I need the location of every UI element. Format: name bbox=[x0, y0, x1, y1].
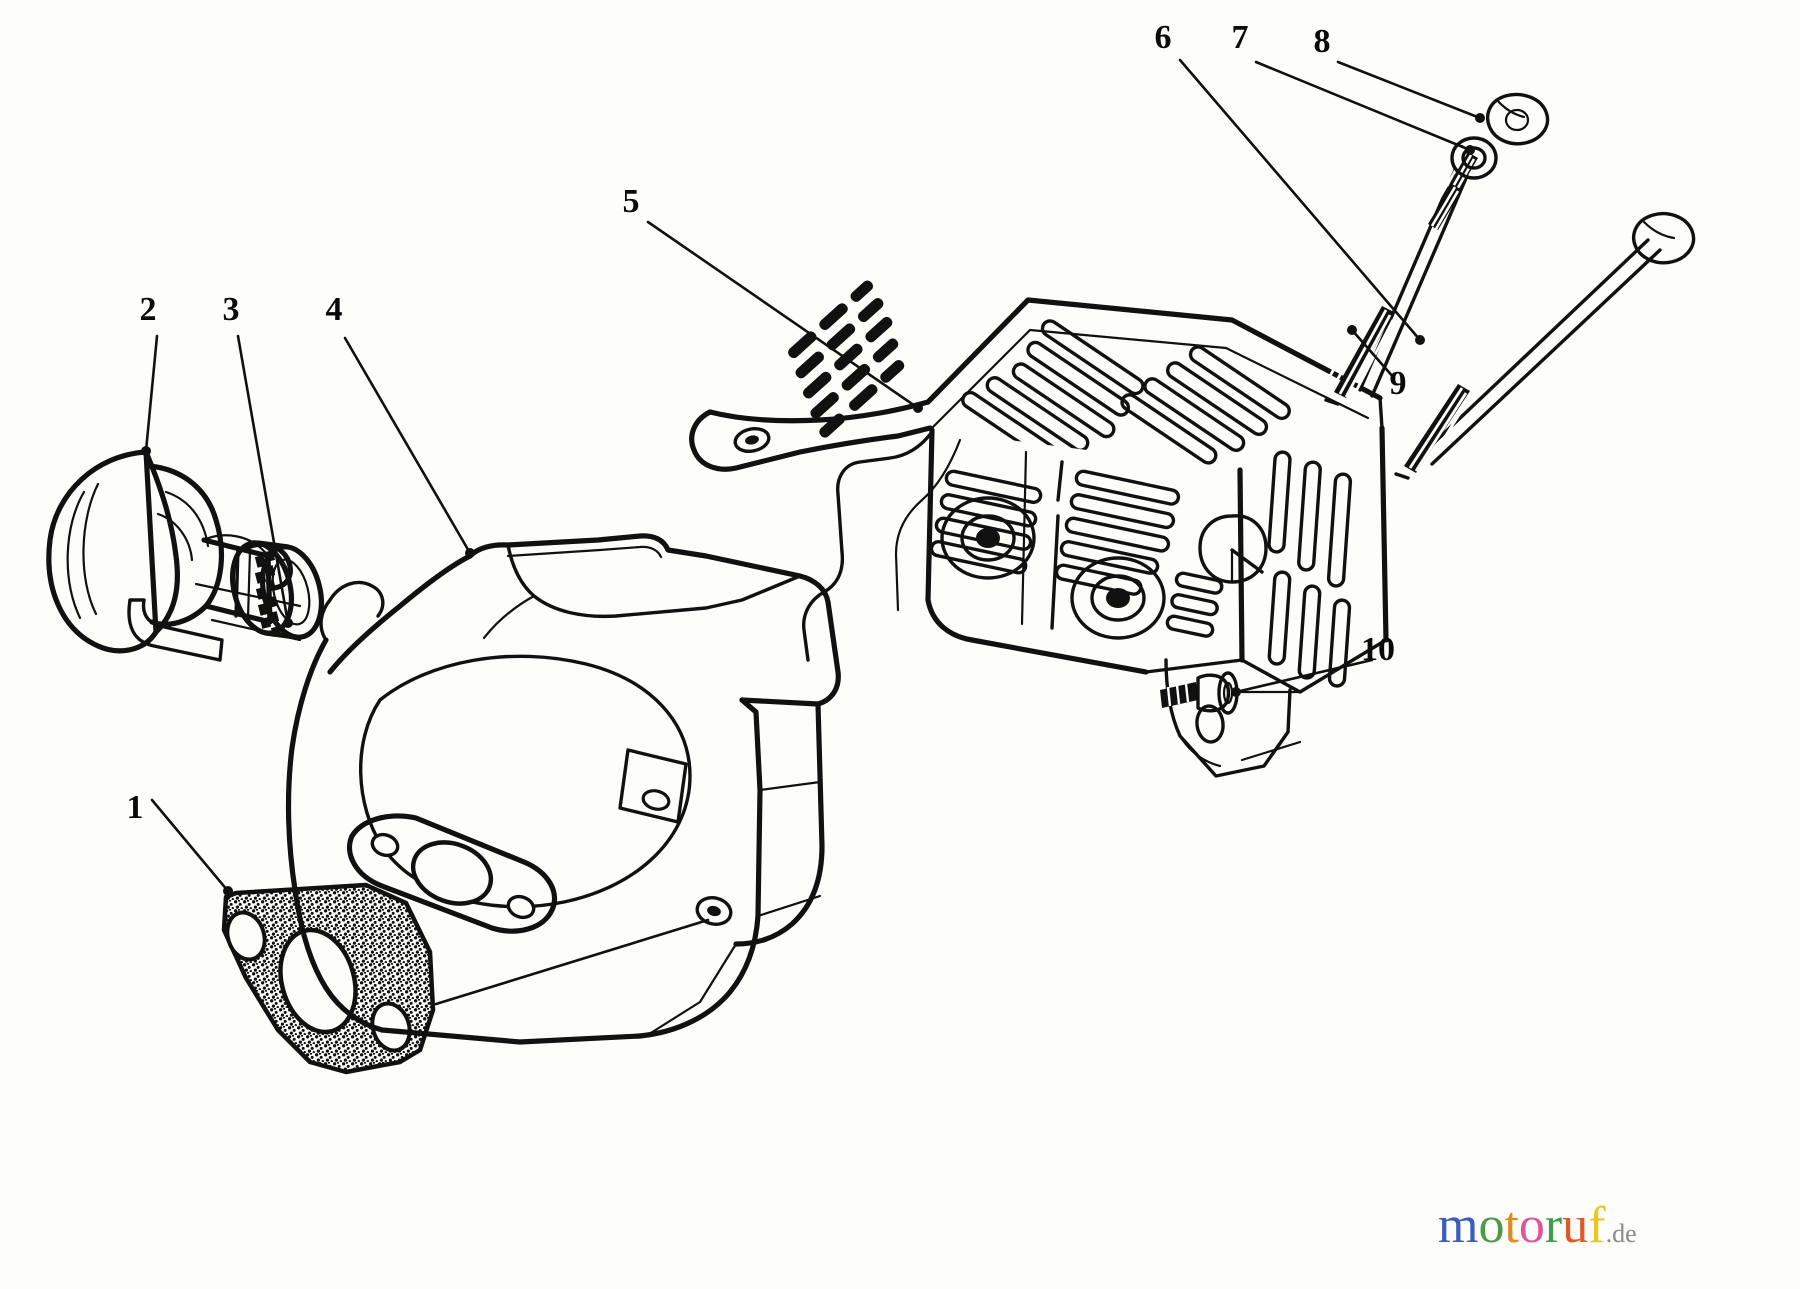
watermark-letter-5: u bbox=[1562, 1197, 1589, 1254]
callout-layer: 1 2 3 4 5 6 7 8 9 10 bbox=[127, 19, 1485, 896]
callout-number-5: 5 bbox=[623, 183, 640, 220]
exhaust-gasket bbox=[221, 882, 436, 1075]
leader-dot-10 bbox=[1231, 687, 1241, 697]
callout-10: 10 bbox=[1231, 631, 1395, 697]
callout-9: 9 bbox=[1347, 325, 1407, 402]
callout-number-1: 1 bbox=[127, 789, 144, 826]
leader-dot-9 bbox=[1347, 325, 1357, 335]
leader-dot-3 bbox=[283, 618, 293, 628]
stud-left-tip-threads bbox=[1327, 296, 1395, 400]
leader-dot-5 bbox=[913, 403, 923, 413]
callout-number-6: 6 bbox=[1155, 19, 1172, 56]
stud-long-right bbox=[1394, 211, 1696, 480]
leader-line-6 bbox=[1178, 58, 1422, 342]
callout-number-7: 7 bbox=[1232, 19, 1249, 56]
leader-line-9 bbox=[1350, 328, 1396, 380]
callout-number-9: 9 bbox=[1390, 365, 1407, 402]
leader-line-7 bbox=[1254, 60, 1472, 152]
muffler-body bbox=[285, 533, 841, 1045]
leader-line-3 bbox=[236, 334, 290, 625]
watermark-letter-2: t bbox=[1504, 1197, 1519, 1254]
watermark-suffix: .de bbox=[1605, 1219, 1637, 1248]
shield-top-louvers bbox=[961, 319, 1291, 465]
leader-dot-7 bbox=[1465, 145, 1475, 155]
watermark-letter-0: m bbox=[1438, 1197, 1479, 1254]
heat-shield bbox=[689, 280, 1389, 778]
callout-3: 3 bbox=[223, 291, 293, 628]
leader-line-8 bbox=[1336, 60, 1482, 120]
callout-number-2: 2 bbox=[140, 291, 157, 328]
callout-8: 8 bbox=[1314, 23, 1485, 123]
leader-line-5 bbox=[646, 220, 920, 410]
leader-dot-6 bbox=[1415, 335, 1425, 345]
callout-2: 2 bbox=[140, 291, 159, 456]
leader-line-4 bbox=[343, 336, 472, 555]
stud-long-left bbox=[1324, 145, 1478, 406]
leader-line-1 bbox=[150, 798, 230, 893]
leader-dot-4 bbox=[465, 548, 475, 558]
leader-dot-8 bbox=[1475, 113, 1485, 123]
callout-number-8: 8 bbox=[1314, 23, 1331, 60]
callout-number-3: 3 bbox=[223, 291, 240, 328]
shield-perforations bbox=[788, 280, 905, 438]
shield-end-louvers bbox=[1267, 450, 1353, 688]
leader-muffler-bolt bbox=[434, 918, 710, 1006]
callout-number-10: 10 bbox=[1361, 631, 1395, 668]
watermark-letter-1: o bbox=[1478, 1197, 1505, 1254]
callout-1: 1 bbox=[127, 789, 233, 896]
mount-screw bbox=[1160, 671, 1239, 715]
watermark-letter-4: r bbox=[1544, 1197, 1563, 1254]
watermark-motoruf: motoruf.de bbox=[1438, 1196, 1637, 1255]
callout-4: 4 bbox=[326, 291, 475, 558]
hex-nut bbox=[1485, 92, 1550, 146]
leader-line-10 bbox=[1234, 658, 1374, 694]
leader-dot-2 bbox=[141, 446, 151, 456]
clamp-ring bbox=[230, 540, 324, 640]
callout-number-4: 4 bbox=[326, 291, 343, 328]
watermark-letter-6: f bbox=[1588, 1197, 1606, 1254]
leader-dot-1 bbox=[223, 886, 233, 896]
callout-7: 7 bbox=[1232, 19, 1475, 155]
callout-5: 5 bbox=[623, 183, 923, 413]
watermark-letter-3: o bbox=[1518, 1197, 1545, 1254]
callout-6: 6 bbox=[1155, 19, 1425, 345]
leader-line-2 bbox=[144, 334, 159, 453]
bolt-right-threads bbox=[1396, 374, 1471, 474]
